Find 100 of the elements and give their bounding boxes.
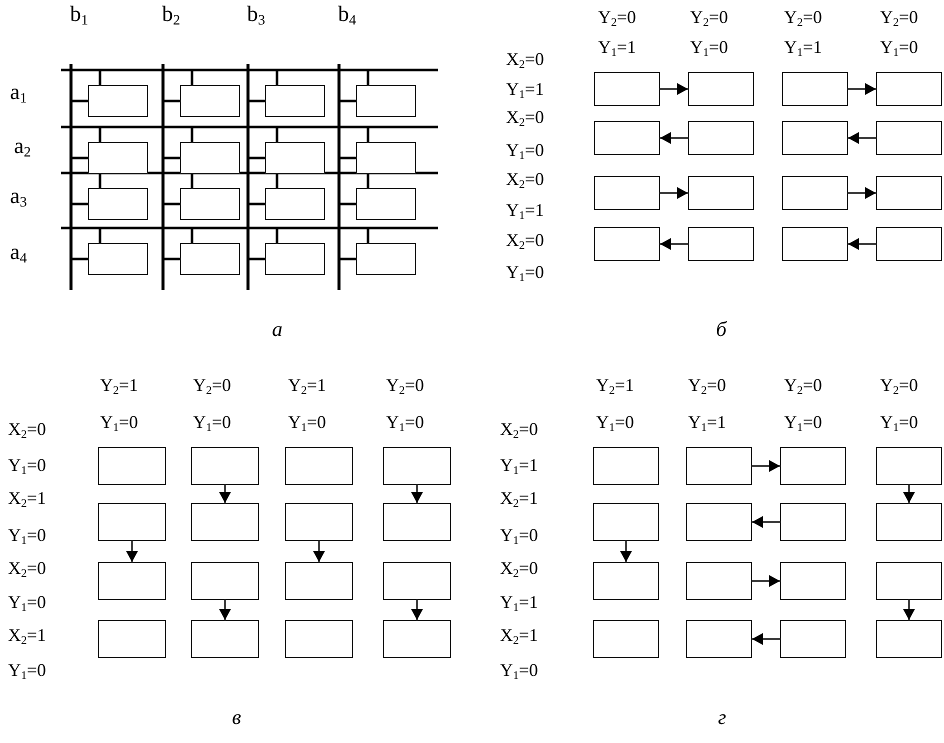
signal-label: b$_{4}$ [338, 2, 356, 30]
signal-label: X$_{2}$=0 [506, 170, 544, 192]
memory-cell-box [594, 176, 660, 210]
memory-cell-box [686, 503, 752, 541]
signal-label: Y$_{1}$=1 [506, 80, 544, 102]
signal-label: Y$_{2}$=0 [193, 376, 231, 398]
signal-label: Y$_{2}$=1 [288, 376, 326, 398]
memory-cell-box [782, 227, 848, 261]
signal-label: X$_{2}$=1 [500, 489, 538, 511]
memory-cell-box [876, 72, 942, 106]
memory-cell-box [782, 176, 848, 210]
memory-cell-box [876, 121, 942, 155]
signal-label: Y$_{2}$=0 [386, 376, 424, 398]
memory-cell-box [383, 562, 451, 600]
signal-label: X$_{2}$=0 [506, 108, 544, 130]
memory-cell-box [356, 243, 416, 275]
panel-caption: а [272, 318, 282, 342]
arrow [660, 132, 688, 144]
arrow [620, 541, 632, 562]
memory-cell-box [688, 121, 754, 155]
signal-label: Y$_{2}$=0 [880, 8, 918, 30]
memory-cell-box [593, 503, 659, 541]
memory-cell-box [688, 176, 754, 210]
signal-label: X$_{2}$=0 [8, 420, 46, 442]
signal-label: a$_{1}$ [10, 80, 27, 108]
memory-cell-box [98, 447, 166, 485]
signal-label: X$_{2}$=0 [8, 559, 46, 581]
memory-cell-box [265, 243, 325, 275]
arrow [848, 187, 876, 199]
signal-label: a$_{3}$ [10, 184, 27, 212]
signal-label: b$_{1}$ [70, 2, 88, 30]
memory-cell-box [876, 227, 942, 261]
memory-cell-box [688, 227, 754, 261]
signal-label: Y$_{1}$=0 [506, 141, 544, 163]
signal-label: b$_{2}$ [162, 2, 180, 30]
arrow [411, 485, 423, 503]
signal-label: X$_{2}$=1 [8, 489, 46, 511]
signal-label: Y$_{2}$=0 [598, 8, 636, 30]
signal-label: Y$_{1}$=0 [8, 456, 46, 478]
signal-label: Y$_{2}$=1 [100, 376, 138, 398]
memory-cell-box [593, 562, 659, 600]
memory-cell-box [265, 85, 325, 117]
arrow [848, 83, 876, 95]
memory-cell-box [356, 188, 416, 220]
memory-cell-box [780, 620, 846, 658]
signal-label: a$_{2}$ [14, 134, 31, 162]
arrow [752, 633, 780, 645]
signal-label: Y$_{1}$=1 [784, 38, 822, 60]
memory-cell-box [594, 227, 660, 261]
signal-label: Y$_{1}$=0 [288, 413, 326, 435]
panel-caption: б [716, 318, 727, 342]
memory-cell-box [383, 620, 451, 658]
arrow [126, 541, 138, 562]
signal-label: Y$_{1}$=0 [100, 413, 138, 435]
memory-cell-box [88, 243, 148, 275]
memory-cell-box [191, 447, 259, 485]
arrow [219, 600, 231, 620]
memory-cell-box [285, 620, 353, 658]
memory-cell-box [876, 447, 942, 485]
memory-cell-box [191, 620, 259, 658]
memory-cell-box [285, 447, 353, 485]
panel-caption: г [718, 706, 726, 730]
memory-cell-box [180, 142, 240, 174]
memory-cell-box [265, 142, 325, 174]
signal-label: Y$_{2}$=0 [784, 376, 822, 398]
signal-label: b$_{3}$ [247, 2, 266, 30]
memory-cell-box [686, 447, 752, 485]
arrow [313, 541, 325, 562]
memory-cell-box [88, 85, 148, 117]
arrow [903, 600, 915, 620]
memory-cell-box [780, 503, 846, 541]
signal-label: Y$_{1}$=1 [500, 456, 538, 478]
arrow [848, 132, 876, 144]
signal-label: Y$_{1}$=0 [784, 413, 822, 435]
memory-cell-box [593, 620, 659, 658]
signal-label: X$_{2}$=0 [500, 559, 538, 581]
memory-cell-box [876, 620, 942, 658]
signal-label: Y$_{1}$=1 [506, 201, 544, 223]
memory-cell-box [782, 72, 848, 106]
memory-cell-box [180, 243, 240, 275]
memory-cell-box [180, 85, 240, 117]
signal-label: Y$_{2}$=0 [880, 376, 918, 398]
memory-cell-box [876, 176, 942, 210]
signal-label: Y$_{1}$=0 [690, 38, 728, 60]
memory-cell-box [191, 562, 259, 600]
signal-label: X$_{2}$=0 [506, 50, 544, 72]
signal-label: Y$_{2}$=0 [784, 8, 822, 30]
memory-cell-box [88, 142, 148, 174]
signal-label: Y$_{1}$=1 [598, 38, 636, 60]
signal-label: a$_{4}$ [10, 240, 27, 268]
signal-label: Y$_{1}$=1 [500, 593, 538, 615]
signal-label: Y$_{1}$=1 [688, 413, 726, 435]
memory-cell-box [876, 503, 942, 541]
signal-label: Y$_{1}$=0 [500, 526, 538, 548]
arrow [848, 238, 876, 250]
signal-label: X$_{2}$=0 [500, 420, 538, 442]
memory-cell-box [88, 188, 148, 220]
memory-cell-box [594, 72, 660, 106]
memory-cell-box [285, 562, 353, 600]
signal-label: Y$_{1}$=0 [500, 661, 538, 683]
